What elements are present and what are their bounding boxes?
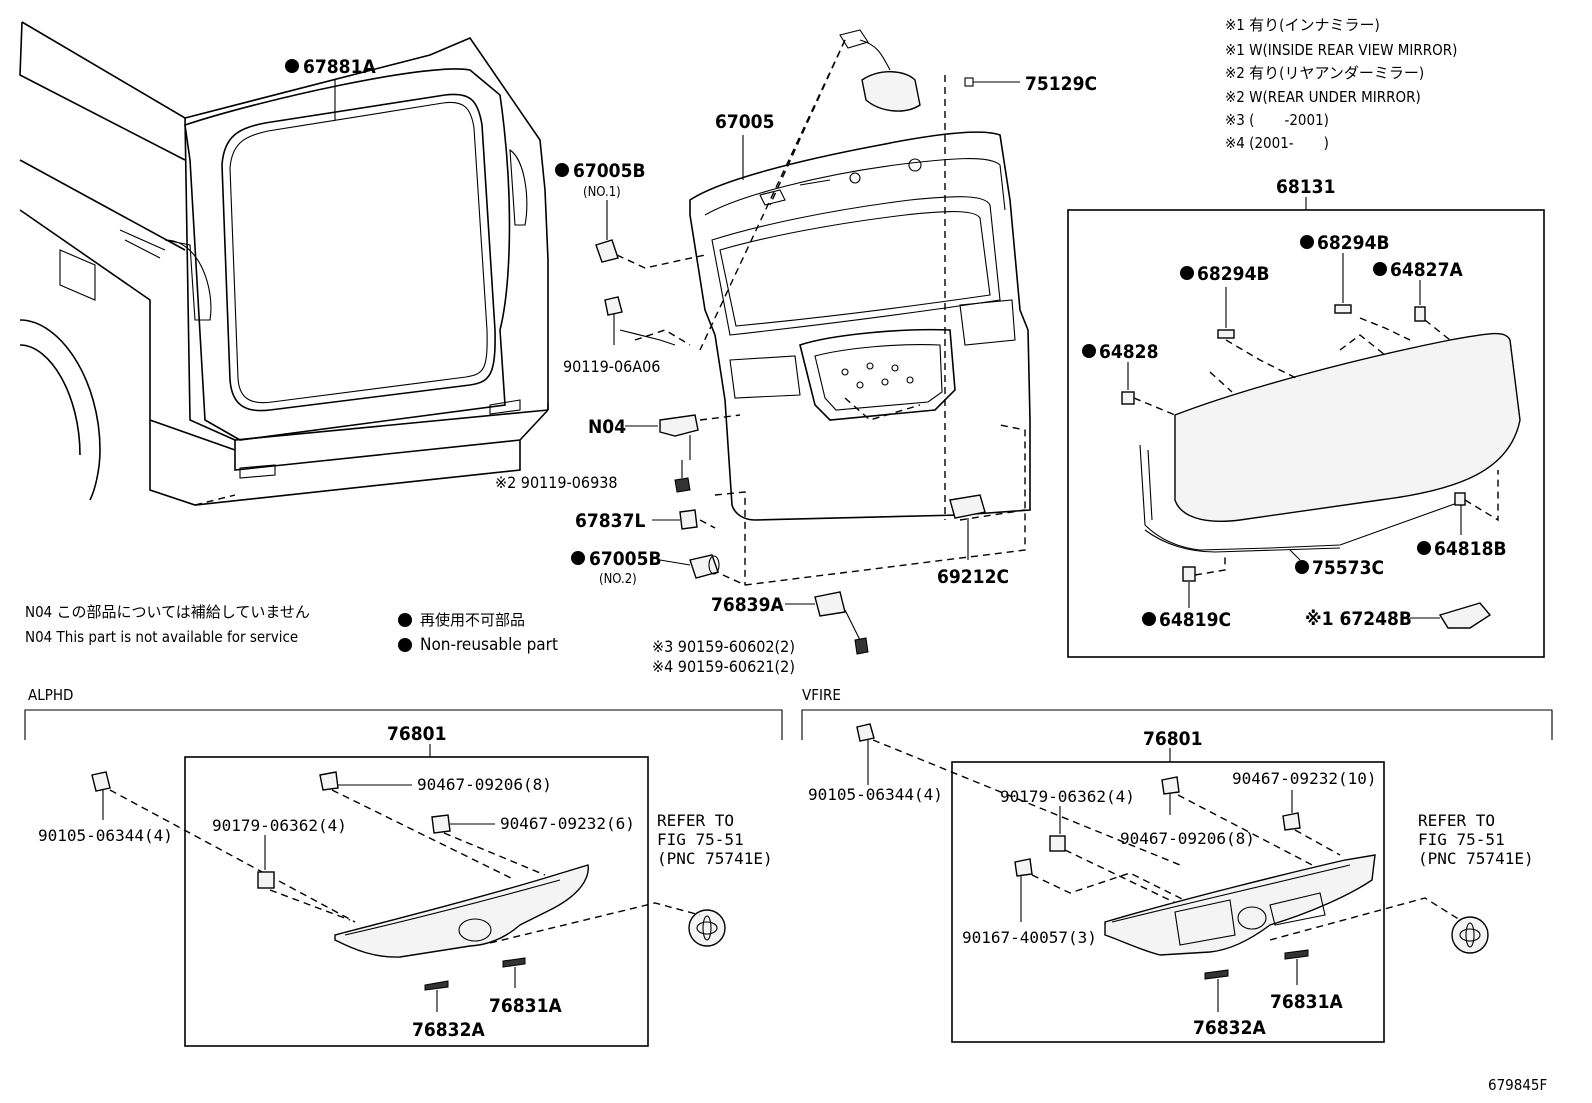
label-vfire-76801: 76801 [1143, 728, 1202, 750]
nonreusable-marker [398, 638, 412, 652]
alphd-section [24, 709, 783, 1047]
nonreusable-marker [285, 59, 299, 73]
stopper-no1-part [595, 200, 619, 263]
figure-id: 679845F [1488, 1076, 1547, 1094]
vfire-labels: VFIRE 76801 90105-06344(4) 90179-06362(4… [802, 686, 1534, 1039]
switch-76839a-part [785, 591, 869, 655]
label-75573C: 75573C [1312, 557, 1384, 579]
label-vfire-90467-09206: 90467-09206(8) [1120, 829, 1255, 848]
bolt-90119-06a06-part [604, 296, 676, 346]
label-64819C: 64819C [1159, 609, 1231, 631]
nonreusable-marker [1300, 235, 1314, 249]
label-67005B-no1: 67005B [573, 160, 646, 182]
label-no1: (NO.1) [583, 185, 621, 200]
label-alphd-90467-09206: 90467-09206(8) [417, 775, 552, 794]
alphd-labels: ALPHD 76801 90105-06344(4) 90179-06362(4… [28, 686, 773, 1041]
label-67837L: 67837L [575, 510, 645, 532]
vfire-section [801, 709, 1553, 1043]
refer-vfire-l3: (PNC 75741E) [1418, 849, 1534, 868]
note-5: ※3 ( -2001) [1225, 111, 1329, 129]
label-vfire-90167: 90167-40057(3) [962, 928, 1097, 947]
label-68294B-a: 68294B [1197, 263, 1270, 285]
note-2: ※1 W(INSIDE REAR VIEW MIRROR) [1225, 41, 1457, 59]
inside-mirror-part [839, 29, 921, 112]
label-vfire-76832A: 76832A [1193, 1017, 1266, 1039]
refer-vfire-l2: FIG 75-51 [1418, 830, 1505, 849]
label-75129C: 75129C [1025, 73, 1097, 95]
label-64818B: 64818B [1434, 538, 1507, 560]
label-vfire-76831A: 76831A [1270, 991, 1343, 1013]
label-67248B: ※1 67248B [1305, 608, 1412, 630]
legend-n04-jp: N04 この部品については補給していません [25, 603, 310, 621]
label-64828: 64828 [1099, 341, 1158, 363]
label-alphd-76801: 76801 [387, 723, 446, 745]
vehicle-rear-body [19, 21, 549, 506]
legend-nonreuse-en: Non-reusable part [420, 635, 558, 655]
nonreusable-marker [571, 551, 585, 565]
door-leader-lines [616, 39, 1026, 586]
label-vfire-90179: 90179-06362(4) [1000, 787, 1135, 806]
note-6: ※4 (2001- ) [1225, 134, 1329, 152]
label-67005: 67005 [715, 111, 774, 133]
notes-block: ※1 有り(インナミラー) ※1 W(INSIDE REAR VIEW MIRR… [1225, 16, 1457, 152]
label-68294B-b: 68294B [1317, 232, 1390, 254]
section-alphd: ALPHD [28, 686, 73, 704]
nonreusable-marker [398, 613, 412, 627]
label-alphd-76832A: 76832A [412, 1019, 485, 1041]
label-90119-06A06: 90119-06A06 [563, 357, 660, 376]
label-alphd-90105: 90105-06344(4) [38, 826, 173, 845]
label-68131: 68131 [1276, 176, 1335, 198]
nonreusable-marker [1295, 560, 1309, 574]
nonreusable-marker [1373, 262, 1387, 276]
upper-part-labels: 67881A 67005 67005B (NO.1) 90119-06A06 N… [285, 56, 1097, 676]
box-68131-labels: 68131 68294B 68294B 64827A 64828 64818B … [1082, 176, 1507, 631]
label-vfire-90467-09232: 90467-09232(10) [1232, 769, 1377, 788]
label-67005B-no2: 67005B [589, 548, 662, 570]
clip-67837l-part [652, 509, 698, 530]
legend-block: N04 この部品については補給していません N04 This part is n… [25, 603, 558, 655]
nonreusable-marker [1417, 541, 1431, 555]
label-alphd-90467-09232: 90467-09232(6) [500, 814, 635, 833]
legend-n04-en: N04 This part is not available for servi… [25, 628, 298, 646]
label-67881A: 67881A [303, 56, 376, 78]
note-3: ※2 有り(リヤアンダーミラー) [1225, 64, 1424, 82]
stopper-no2-part [659, 554, 720, 579]
note-4: ※2 W(REAR UNDER MIRROR) [1225, 88, 1421, 106]
label-vfire-90105: 90105-06344(4) [808, 785, 943, 804]
cover-69212c-part [949, 494, 986, 560]
label-90159-60621: ※4 90159-60621(2) [652, 657, 795, 676]
bolt-90119-06938-part [674, 460, 691, 493]
back-door-panel [689, 131, 1031, 521]
nonreusable-marker [1180, 266, 1194, 280]
part-75129C-marker [964, 77, 1020, 87]
label-69212C: 69212C [937, 566, 1009, 588]
refer-alphd-l3: (PNC 75741E) [657, 849, 773, 868]
section-vfire: VFIRE [802, 686, 841, 704]
refer-vfire-l1: REFER TO [1418, 811, 1495, 830]
label-N04: N04 [588, 416, 626, 438]
nonreusable-marker [1142, 612, 1156, 626]
note-1: ※1 有り(インナミラー) [1225, 16, 1380, 34]
garnish-68131-box [1067, 197, 1545, 658]
label-alphd-76831A: 76831A [489, 995, 562, 1017]
label-76839A: 76839A [711, 594, 784, 616]
refer-alphd-l2: FIG 75-51 [657, 830, 744, 849]
label-90119-06938: ※2 90119-06938 [495, 473, 618, 492]
label-64827A: 64827A [1390, 259, 1463, 281]
nonreusable-marker [555, 163, 569, 177]
refer-alphd-l1: REFER TO [657, 811, 734, 830]
bracket-n04-part [625, 414, 699, 460]
label-alphd-90179: 90179-06362(4) [212, 816, 347, 835]
label-no2: (NO.2) [599, 572, 637, 587]
legend-nonreuse-jp: 再使用不可部品 [420, 611, 525, 629]
label-90159-60602: ※3 90159-60602(2) [652, 637, 795, 656]
nonreusable-marker [1082, 344, 1096, 358]
